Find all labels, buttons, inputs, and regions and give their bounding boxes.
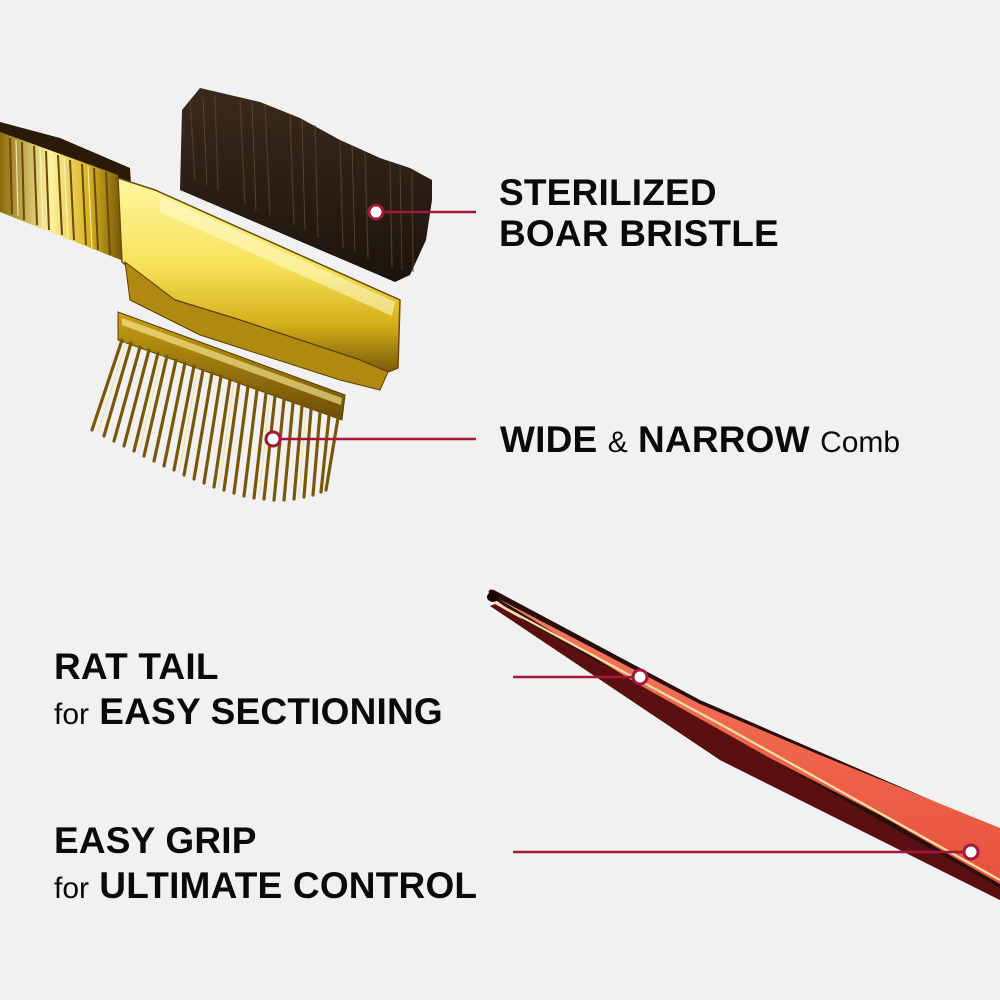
callout-leaders bbox=[264, 203, 980, 861]
rattail-emphasis: EASY SECTIONING bbox=[99, 691, 443, 733]
brush-comb-illustration bbox=[0, 88, 432, 502]
comb-ampersand: & bbox=[607, 426, 628, 459]
leader-bristle bbox=[367, 203, 476, 221]
ribbed-ferrule bbox=[0, 132, 126, 262]
comb-teeth bbox=[90, 338, 340, 502]
comb-wide-text: WIDE bbox=[500, 419, 598, 460]
leader-grip bbox=[513, 843, 980, 861]
rattail-title: RAT TAIL bbox=[54, 646, 219, 687]
callout-easy-grip: EASY GRIP for ULTIMATE CONTROL bbox=[54, 818, 477, 908]
grip-emphasis: ULTIMATE CONTROL bbox=[99, 865, 478, 907]
leader-rattail bbox=[513, 668, 649, 686]
rattail-subtitle: for EASY SECTIONING bbox=[54, 689, 443, 734]
bristle-line-2: BOAR BRISTLE bbox=[499, 213, 779, 255]
rattail-prefix: for bbox=[54, 698, 90, 732]
boar-bristles bbox=[180, 88, 432, 282]
callout-rat-tail: RAT TAIL for EASY SECTIONING bbox=[54, 644, 443, 734]
callout-wide-narrow-comb: WIDE & NARROW Comb bbox=[500, 419, 900, 460]
grip-subtitle: for ULTIMATE CONTROL bbox=[54, 863, 477, 908]
grip-prefix: for bbox=[54, 872, 90, 906]
comb-narrow-text: NARROW bbox=[637, 419, 810, 460]
rat-tail-handle-illustration bbox=[487, 589, 1000, 900]
comb-label-text: Comb bbox=[820, 426, 901, 459]
bristle-line-1: STERILIZED bbox=[499, 172, 717, 213]
leader-comb bbox=[264, 430, 476, 448]
grip-title: EASY GRIP bbox=[54, 820, 257, 861]
callout-sterilized-boar-bristle: STERILIZED BOAR BRISTLE bbox=[499, 172, 779, 255]
